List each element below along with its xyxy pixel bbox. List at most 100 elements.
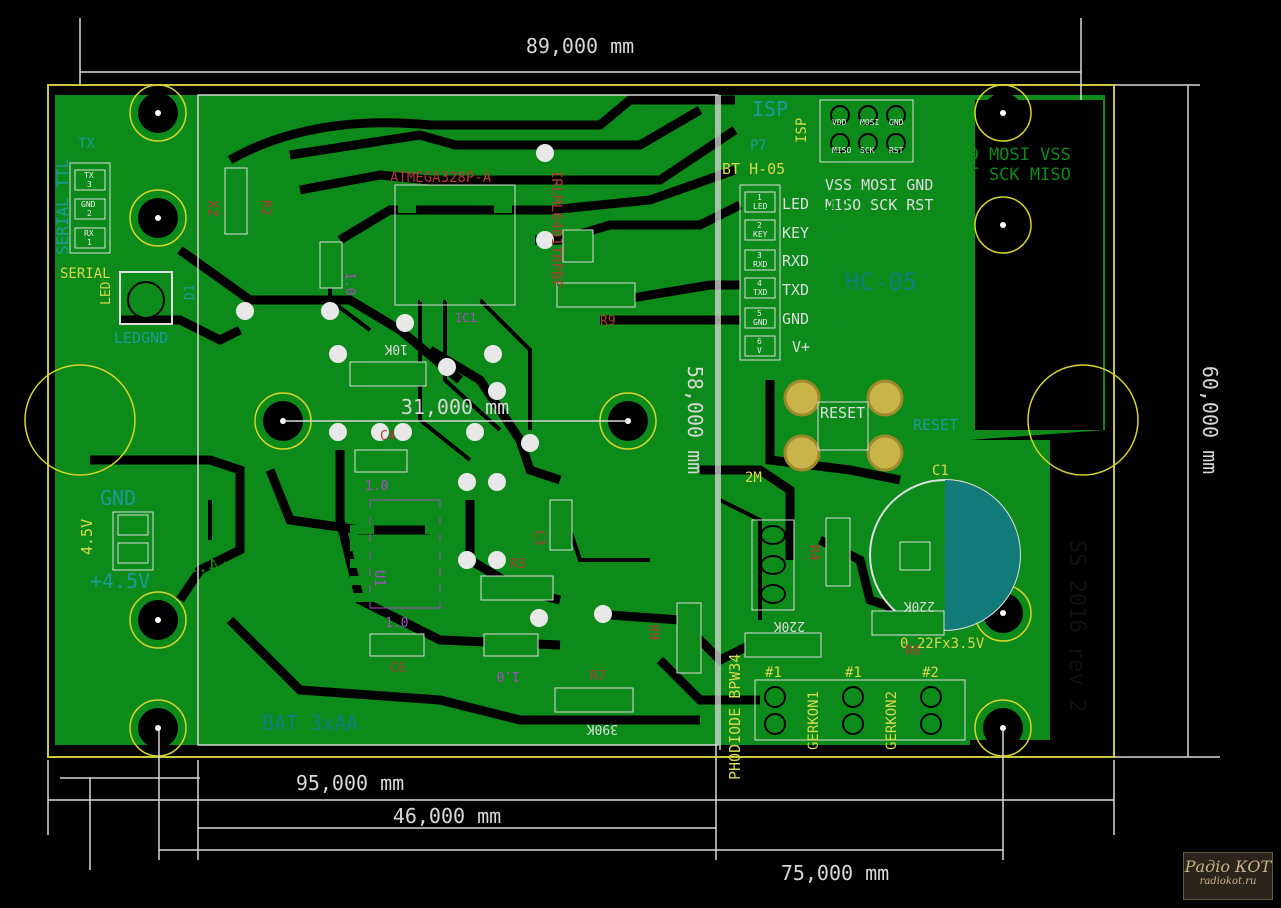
smd-footprints [224,167,945,713]
irlml-label: IRLML6401TRPBF [548,170,564,288]
2m-label: 2M [745,470,762,486]
isp-row-top: VSS MOSI GND [825,176,933,194]
svg-text:1: 1 [757,193,762,202]
c1-negative [945,480,1020,630]
svg-text:3: 3 [87,180,92,189]
hc05-keepout [975,100,1103,430]
tx-label: TX [78,136,95,152]
svg-text:3: 3 [757,251,762,260]
d1-label: D1 [183,284,198,300]
hc-left-led: LED [782,195,809,213]
val-1-0-a: 1.0 [365,479,388,494]
svg-text:LED: LED [753,202,768,211]
reset-pads [783,379,904,472]
v45-mirror: +4.5V [176,556,230,577]
watermark-url: radiokot.ru [1199,876,1257,887]
svg-text:6: 6 [757,337,762,346]
10k-label: 10K [384,341,408,356]
vias [236,144,612,627]
220k-label: 220K [774,618,805,633]
dim-height-60: 60,000 mm [1198,366,1222,474]
dim-width-46: 46,000 mm [393,804,501,828]
watermark: Радіо КОТ radiokot.ru [1183,852,1273,900]
svg-text:TX: TX [84,171,94,180]
year-label: SS 2016 rev 2 [1064,540,1089,712]
isp-row-mid: MISO SCK RST [825,196,933,214]
hc-left-rxd: RXD [782,252,809,270]
svg-text:MISO: MISO [832,146,851,155]
v45-label: +4.5V [90,569,150,593]
isp-mirror-2: RST SCK MISO [948,165,1071,185]
220k-label-2: 220K [904,598,935,613]
gnd-big-label: GND [100,486,136,510]
c1-label: C1 [932,463,949,479]
atmega-label: ATMEGA328P-A [390,170,492,186]
svg-text:GND: GND [81,200,96,209]
r8-label: R8 [649,624,664,640]
val-1-0-c: 1.0 [497,668,520,683]
svg-text:4: 4 [757,279,762,288]
svg-text:2: 2 [757,221,762,230]
serial-label: SERIAL [60,266,111,282]
led-label: LED [99,281,114,305]
r9-label: R9 [600,314,616,329]
svg-text:GND: GND [889,118,904,127]
hc-right-rxd: RXD [820,251,849,270]
connectors [69,99,966,741]
p7-label: P7 [750,138,767,154]
val-1-0-b: 1.0 [385,616,408,631]
isp-vertical-label: ISP [794,118,810,143]
trace-clearance-thin [208,270,762,620]
svg-text:MOSI: MOSI [860,118,879,127]
svg-text:KEY: KEY [753,230,768,239]
r3-label: R3 [510,557,526,572]
390k-label: 390K [587,721,618,736]
hc-right-key: KEY [820,223,849,242]
pin1b-label: #1 [845,665,862,681]
r6-label: R6 [905,644,921,659]
isp-label: ISP [752,97,788,121]
connector-pads [127,105,942,735]
svg-text:GND: GND [753,318,768,327]
photodiode-label: PHODIODE BPW34 [726,654,744,780]
dim-width-95: 95,000 mm [296,771,404,795]
hc-right-v: V+ [825,337,844,356]
c3-label: C3 [531,530,546,546]
svg-text:2: 2 [87,209,92,218]
pin2-label: #2 [922,665,939,681]
svg-text:TXD: TXD [753,288,768,297]
svg-text:SCK: SCK [860,146,875,155]
hc-left-gnd: GND [782,310,809,328]
bat-label: BAT 3xAA [262,711,358,735]
dim-spacing-31: 31,000 mm [401,395,509,419]
ic1-label: IC1 [455,311,477,325]
svg-text:VDD: VDD [832,118,847,127]
svg-text:RXD: RXD [753,260,768,269]
pin1-label: #1 [765,665,782,681]
svg-text:RST: RST [889,146,904,155]
watermark-title: Радіо КОТ [1184,857,1272,876]
hc-right-txd: TXD [820,280,849,299]
bt-hc05-label: BT H-05 [722,160,785,178]
reset-label-2: RESET [913,416,958,434]
ledgnd-label: LEDGND [114,329,168,347]
dimension-lines [47,18,1220,870]
hc-right-led: LED [820,194,849,213]
u1-soic [350,499,449,609]
r2-label: R2 [258,200,273,216]
svg-text:V: V [757,346,762,355]
svg-text:1: 1 [87,238,92,247]
hc05-label: HC-05 [845,268,917,296]
u1-label: U1 [371,570,387,587]
labels: 89,000 mm 95,000 mm 46,000 mm 75,000 mm … [53,34,1222,885]
r7-label: R7 [590,669,606,684]
serial-ttl-label: SERIAL TTL [53,159,72,255]
reset-label: RESET [820,404,865,422]
hc-left-txd: TXD [782,281,809,299]
svg-text:RX: RX [84,229,94,238]
board-outline [47,84,1115,758]
val-1-0-d: 1.0 [342,272,357,295]
gerkon1-label: GERKON1 [806,691,822,750]
